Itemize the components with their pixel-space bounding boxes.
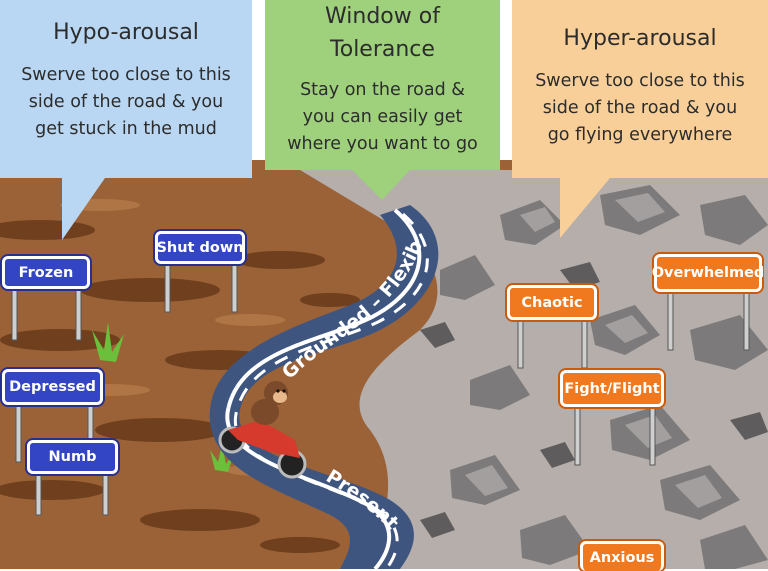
sign-anxious: Anxious [580,541,664,571]
hypo-line-1: Swerve too close to this [21,65,231,85]
window-callout-bubble [265,0,500,200]
hyper-heading: Hyper-arousal [563,26,717,51]
hyper-callout-bubble [512,0,768,238]
monkey-motorbike-icon [218,381,307,479]
window-line-2: you can easily get [302,107,463,127]
window-line-3: where you want to go [287,134,478,154]
window-description: Stay on the road & you can easily get wh… [265,77,500,158]
hypo-line-2: side of the road & you [28,92,224,112]
sign-numb: Numb [27,440,118,474]
hypo-line-3: get stuck in the mud [35,119,217,139]
sign-overwhelmed: Overwhelmed [652,254,764,292]
window-heading-line-1: Window of [325,4,440,29]
hyper-description: Swerve too close to this side of the roa… [512,68,768,149]
window-heading-line-2: Tolerance [330,37,435,62]
grass-tufts [92,322,234,472]
road-edge-line [225,208,422,569]
hypo-heading: Hypo-arousal [53,20,199,45]
hyper-callout: Hyper-arousal Swerve too close to this s… [512,24,768,149]
hypo-description: Swerve too close to this side of the roa… [0,62,252,143]
window-line-1: Stay on the road & [300,80,465,100]
hypo-callout-bubble [0,0,252,240]
rocky-ground [300,170,768,569]
hyper-line-2: side of the road & you [542,98,738,118]
hyper-line-3: go flying everywhere [547,125,733,145]
sign-chaotic: Chaotic [507,285,597,320]
hypo-callout: Hypo-arousal Swerve too close to this si… [0,18,252,143]
road-center-dashes [233,212,429,569]
road [209,205,439,569]
hyper-line-1: Swerve too close to this [535,71,745,91]
sign-frozen: Frozen [2,256,90,289]
sign-fight-flight: Fight/Flight [560,370,664,407]
sign-depressed: Depressed [2,369,103,405]
window-callout: Window of Tolerance Stay on the road & y… [265,2,500,158]
sign-shut-down: Shut down [155,231,245,264]
